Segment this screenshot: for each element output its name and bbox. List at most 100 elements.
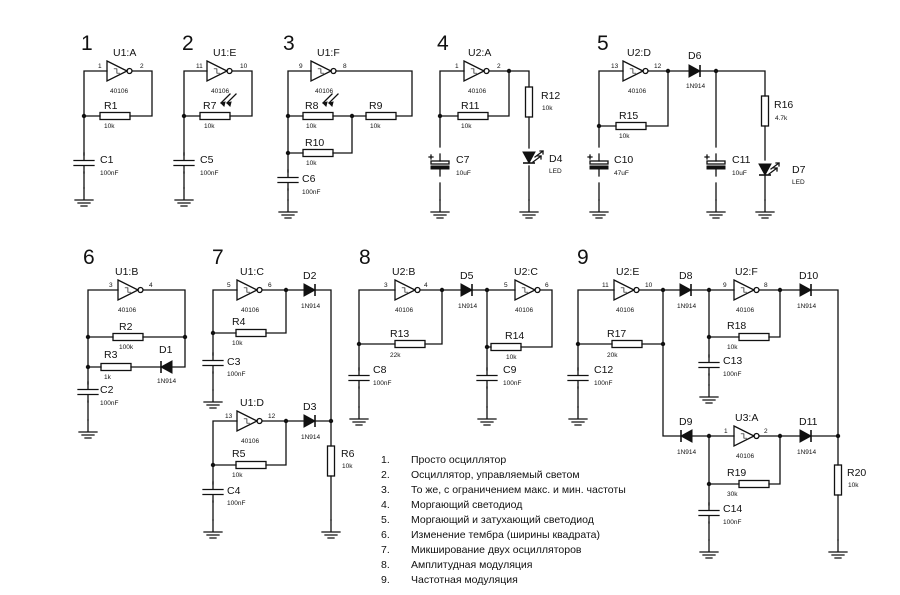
pin-number: 1	[98, 63, 102, 70]
circuit-6: 6 U1:B 3 4 40106 R2 100k R3 1k D1 1N914 …	[77, 246, 188, 439]
component-value: 1N914	[677, 449, 697, 456]
component-value: 10k	[619, 133, 630, 140]
gate-type: 40106	[118, 307, 136, 314]
resistor-symbol	[394, 339, 426, 349]
component-label: R12	[541, 90, 560, 102]
light-arrows-icon	[322, 93, 339, 107]
component-value: 100nF	[302, 189, 320, 196]
component-label: R5	[232, 448, 246, 460]
ground-symbol	[828, 539, 848, 559]
gate-type: 40106	[241, 438, 259, 445]
component-value: 10k	[232, 472, 243, 479]
gate-label: U2:E	[616, 266, 639, 278]
gate-type: 40106	[616, 307, 634, 314]
circuit-number: 2	[182, 32, 194, 55]
component-label: R1	[104, 100, 118, 112]
capacitor-symbol	[567, 367, 589, 389]
component-value: 100nF	[100, 170, 118, 177]
resistor-symbol	[326, 445, 336, 477]
circuit-2: 2 U1:E 11 10 40106 R7 10k C5 100nF	[173, 32, 253, 207]
inverter-gate-symbol	[463, 60, 490, 82]
inverter-gate-symbol	[733, 425, 760, 447]
component-value: 1k	[104, 374, 112, 381]
component-value: 100nF	[227, 371, 245, 378]
ground-symbol	[203, 519, 223, 539]
legend-number: 8.	[381, 559, 390, 571]
gate-type: 40106	[395, 307, 413, 314]
circuit-number: 4	[437, 32, 449, 55]
component-label: D2	[303, 270, 317, 282]
resistor-symbol	[611, 339, 643, 349]
component-value: 1N914	[797, 303, 817, 310]
component-label: D1	[159, 344, 173, 356]
gate-label: U2:D	[627, 47, 651, 59]
gate-label: U2:B	[392, 266, 415, 278]
component-value: 20k	[607, 352, 618, 359]
capacitor-symbol	[698, 502, 720, 524]
capacitor-symbol	[277, 169, 299, 191]
legend-item: Частотная модуляция	[411, 574, 518, 586]
circuit-8: 8 U2:B 3 4 40106 D5 1N914 U2:C 5 6 40106…	[348, 246, 553, 426]
component-value: 47uF	[614, 170, 629, 177]
ground-symbol	[477, 406, 497, 426]
pin-number: 9	[723, 282, 727, 289]
resistor-symbol	[615, 121, 647, 131]
component-value: 100k	[119, 344, 134, 351]
photoresistor-symbol	[302, 111, 334, 121]
component-label: C6	[302, 173, 316, 185]
pin-number: 6	[545, 282, 549, 289]
gate-type: 40106	[468, 88, 486, 95]
diode-symbol	[303, 414, 316, 428]
legend-item: Моргающий светодиод	[411, 499, 522, 511]
component-label: R7	[203, 100, 217, 112]
circuit-4: 4 U2:A 1 2 40106 R11 10k R12 10k D4 LED …	[428, 32, 563, 219]
circuit-7: 7 U1:C 5 6 40106 D2 1N914 R4 10k C3 100n…	[202, 246, 355, 539]
component-label: C3	[227, 356, 241, 368]
ground-symbol	[174, 187, 194, 207]
led-icon	[758, 162, 780, 176]
gate-label: U1:D	[240, 397, 264, 409]
capacitor-symbol	[348, 367, 370, 389]
pin-number: 4	[424, 282, 428, 289]
component-label: C8	[373, 364, 387, 376]
component-value: 100nF	[723, 371, 741, 378]
ground-symbol	[706, 199, 726, 219]
legend-number: 4.	[381, 499, 390, 511]
legend-item: То же, с ограничением макс. и мин. часто…	[411, 484, 626, 496]
circuit-1: 1 U1:A 1 2 40106 R1 10k C1 100nF	[73, 32, 153, 207]
resistor-symbol	[833, 464, 843, 496]
gate-type: 40106	[736, 307, 754, 314]
gate-label: U1:E	[213, 47, 236, 59]
legend-number: 9.	[381, 574, 390, 586]
ground-symbol	[519, 199, 539, 219]
inverter-gate-symbol	[206, 60, 233, 82]
gate-type: 40106	[241, 307, 259, 314]
legend-item: Просто осциллятор	[411, 454, 506, 466]
component-value: 100nF	[227, 500, 245, 507]
pin-number: 9	[299, 63, 303, 70]
pin-number: 10	[240, 63, 248, 70]
legend-number: 7.	[381, 544, 390, 556]
component-label: C1	[100, 154, 114, 166]
pin-number: 6	[268, 282, 272, 289]
ground-symbol	[349, 406, 369, 426]
component-value: 1N914	[677, 303, 697, 310]
component-value: 1N914	[458, 303, 478, 310]
component-label: C5	[200, 154, 214, 166]
light-arrows-icon	[220, 93, 237, 107]
component-label: C12	[594, 364, 613, 376]
ground-symbol	[278, 199, 298, 219]
component-value: 100nF	[373, 380, 391, 387]
legend-item: Изменение тембра (ширины квадрата)	[411, 529, 600, 541]
photoresistor-symbol	[199, 111, 231, 121]
ground-symbol	[430, 199, 450, 219]
component-value: 1N914	[157, 378, 177, 385]
diode-symbol	[303, 283, 316, 297]
pin-number: 2	[497, 63, 501, 70]
ground-symbol	[699, 384, 719, 404]
pin-number: 11	[196, 63, 203, 70]
component-label: C10	[614, 154, 633, 166]
gate-label: U3:A	[735, 412, 758, 424]
component-value: 10k	[727, 344, 738, 351]
